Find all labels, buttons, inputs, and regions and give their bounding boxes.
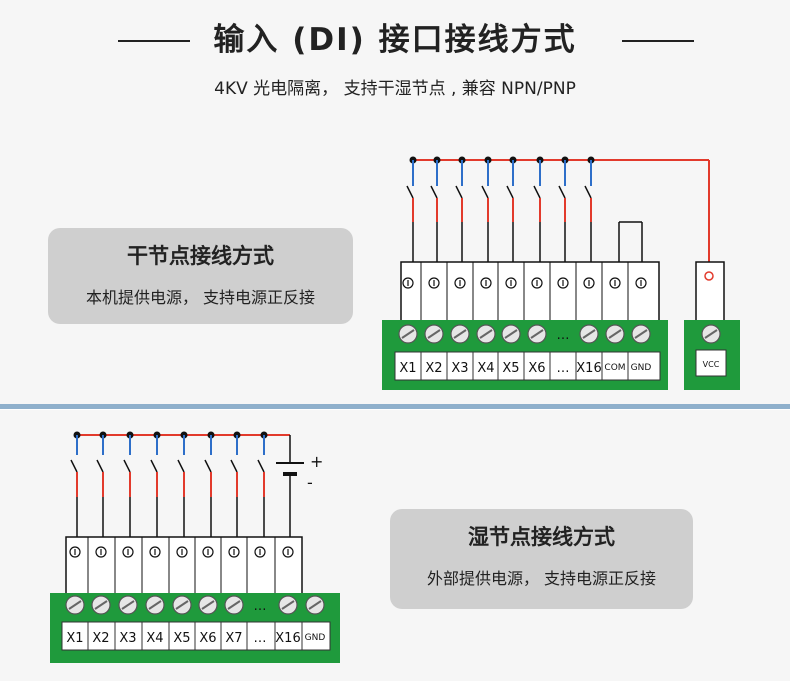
terminal-label-x4: X4 xyxy=(477,361,494,376)
terminal-label-x2: X2 xyxy=(92,631,109,646)
screw-slot xyxy=(308,600,322,610)
screw-slot xyxy=(634,329,648,339)
screw-slot xyxy=(479,329,493,339)
switch-blade xyxy=(96,459,104,473)
dry-ellipsis-screw: … xyxy=(557,328,570,343)
screw-slot xyxy=(175,600,189,610)
terminal-label-x5: X5 xyxy=(173,631,190,646)
dry-label-strip xyxy=(394,351,661,381)
terminal-label-x5: X5 xyxy=(502,361,519,376)
switch-blade xyxy=(430,185,438,199)
dry-contact-title: 干节点接线方式 xyxy=(127,244,274,268)
wet-ellipsis-screw: … xyxy=(254,599,267,614)
switch-blade xyxy=(150,459,158,473)
switch-blade xyxy=(123,459,131,473)
vcc-clamp xyxy=(704,271,714,281)
wet-contact-title: 湿节点接线方式 xyxy=(468,525,615,549)
terminal-label-x1: X1 xyxy=(66,631,83,646)
vcc-label: VCC xyxy=(703,360,720,369)
terminal-label-gnd: GND xyxy=(305,633,326,643)
screw-slot xyxy=(281,600,295,610)
wet-contact-diagram: + - … X1 X2 X3 X4 X5 X6 X7 … X16 GND xyxy=(50,431,340,663)
wet-contact-panel: 湿节点接线方式 外部提供电源， 支持电源正反接 xyxy=(390,509,693,609)
terminal-label-x3: X3 xyxy=(119,631,136,646)
terminal-label-more: … xyxy=(254,631,267,646)
screw-slot xyxy=(121,600,135,610)
wet-terminal-frame xyxy=(65,536,303,596)
switch-blade xyxy=(177,459,185,473)
terminal-label-com: COM xyxy=(604,363,625,373)
screw-slot xyxy=(427,329,441,339)
vcc-clamp-frame xyxy=(695,261,725,323)
terminal-label-x3: X3 xyxy=(451,361,468,376)
page-subtitle: 4KV 光电隔离， 支持干湿节点 , 兼容 NPN/PNP xyxy=(214,79,576,99)
screw-slot xyxy=(68,600,82,610)
terminal-label-more: … xyxy=(557,361,570,376)
terminal-label-x6: X6 xyxy=(528,361,545,376)
terminal-label-x6: X6 xyxy=(199,631,216,646)
screw-slot xyxy=(401,329,415,339)
terminal-label-x7: X7 xyxy=(225,631,242,646)
terminal-label-x2: X2 xyxy=(425,361,442,376)
screw-slot xyxy=(453,329,467,339)
dry-terminal-frame xyxy=(400,261,660,323)
terminal-label-x16: X16 xyxy=(275,631,300,646)
switch-blade xyxy=(584,185,592,199)
page-title: 输入 (DI) 接口接线方式 xyxy=(213,22,577,58)
wet-label-strip xyxy=(61,621,331,651)
terminal-label-x1: X1 xyxy=(399,361,416,376)
terminal-label-x4: X4 xyxy=(146,631,163,646)
terminal-label-x16: X16 xyxy=(576,361,601,376)
switch-blade xyxy=(230,459,238,473)
screw-slot xyxy=(530,329,544,339)
title-line-left xyxy=(118,40,190,42)
switch-blade xyxy=(506,185,514,199)
screw-slot xyxy=(582,329,596,339)
switch-blade xyxy=(406,185,414,199)
screw-slot xyxy=(704,329,718,339)
vcc-label-box xyxy=(695,349,727,377)
switch-blade xyxy=(204,459,212,473)
dry-contact-panel: 干节点接线方式 本机提供电源， 支持电源正反接 xyxy=(48,228,353,324)
screw-slot xyxy=(94,600,108,610)
title-line-right xyxy=(622,40,694,42)
switch-blade xyxy=(533,185,541,199)
section-divider xyxy=(0,404,790,409)
screw-slot xyxy=(148,600,162,610)
battery-plus-sign: + xyxy=(310,452,323,471)
switch-blade xyxy=(481,185,489,199)
battery-minus-sign: - xyxy=(307,473,313,492)
terminal-label-gnd: GND xyxy=(631,363,652,373)
screw-slot xyxy=(201,600,215,610)
wet-contact-desc: 外部提供电源， 支持电源正反接 xyxy=(426,569,657,588)
screw-slot xyxy=(504,329,518,339)
dry-contact-desc: 本机提供电源， 支持电源正反接 xyxy=(85,288,316,307)
switch-blade xyxy=(70,459,78,473)
screw-slot xyxy=(608,329,622,339)
switch-blade xyxy=(257,459,265,473)
switch-blade xyxy=(558,185,566,199)
switch-blade xyxy=(455,185,463,199)
screw-slot xyxy=(227,600,241,610)
